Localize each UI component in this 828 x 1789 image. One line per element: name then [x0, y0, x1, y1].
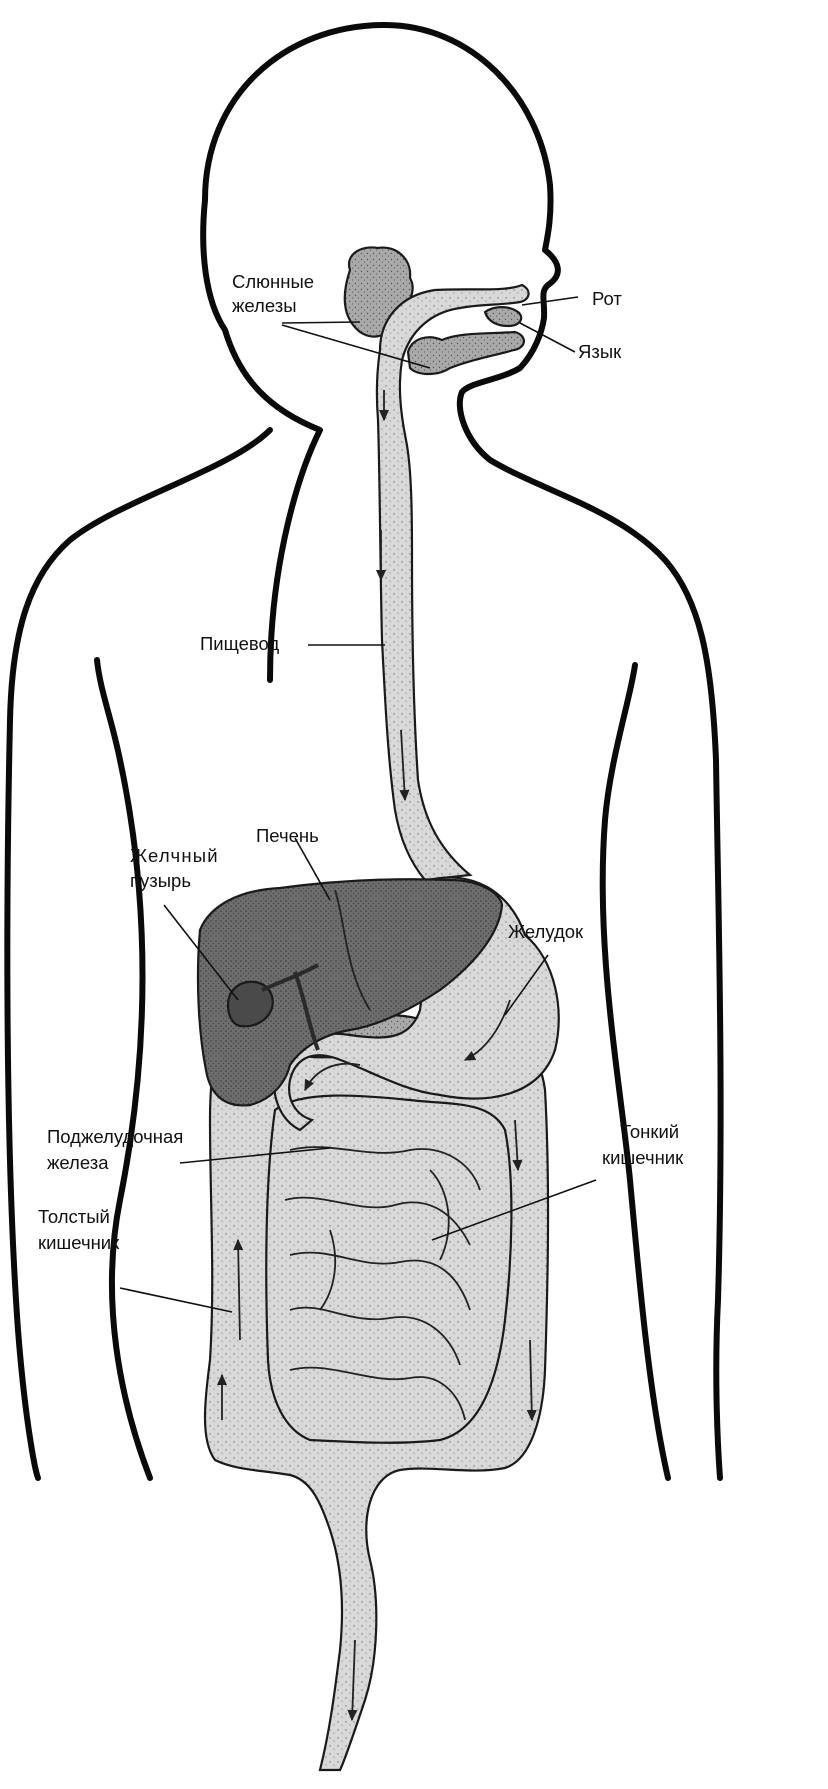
body-outline-left-arm: [7, 720, 38, 1478]
tongue: [485, 307, 521, 326]
diagram-canvas: Слюнные железы Рот Язык Пищевод Печень Ж…: [0, 0, 726, 1789]
label-pancreas-line2: железа: [47, 1152, 109, 1173]
body-outline-right-arm: [716, 760, 721, 1478]
body-outline-head-shoulders: [203, 25, 716, 760]
body-outline-right-torso: [603, 665, 668, 1478]
label-gallbladder-line1: Желчный: [130, 845, 219, 866]
leader-tongue: [520, 323, 575, 352]
digestive-system-diagram: Слюнные железы Рот Язык Пищевод Печень Ж…: [0, 0, 726, 1789]
leader-salivary-1: [282, 322, 360, 323]
label-salivary-line1: Слюнные: [232, 271, 314, 292]
body-outline-left-torso: [97, 660, 150, 1478]
label-small-intestine: Тонкий кишечник: [602, 1121, 684, 1168]
label-stomach: Желудок: [508, 921, 584, 942]
label-large-intestine: Толстый кишечник: [38, 1206, 120, 1253]
label-salivary-line2: железы: [232, 295, 297, 316]
small-intestine: [266, 1096, 511, 1443]
label-gallbladder-line2: пузырь: [130, 870, 191, 891]
label-salivary-glands: Слюнные железы: [232, 271, 314, 316]
label-liver: Печень: [256, 825, 319, 846]
label-large-intestine-line2: кишечник: [38, 1232, 120, 1253]
body-outline-left-shoulder: [10, 430, 270, 720]
salivary-gland-lower: [408, 332, 524, 374]
label-small-intestine-line1: Тонкий: [620, 1121, 679, 1142]
leader-mouth: [522, 297, 578, 305]
label-small-intestine-line2: кишечник: [602, 1147, 684, 1168]
label-large-intestine-line1: Толстый: [38, 1206, 110, 1227]
label-mouth: Рот: [592, 288, 622, 309]
label-pancreas-line1: Поджелудочная: [47, 1126, 183, 1147]
label-gallbladder: Желчный пузырь: [130, 845, 219, 891]
label-pancreas: Поджелудочная железа: [47, 1126, 183, 1173]
label-tongue: Язык: [578, 341, 622, 362]
label-esophagus: Пищевод: [200, 633, 279, 654]
